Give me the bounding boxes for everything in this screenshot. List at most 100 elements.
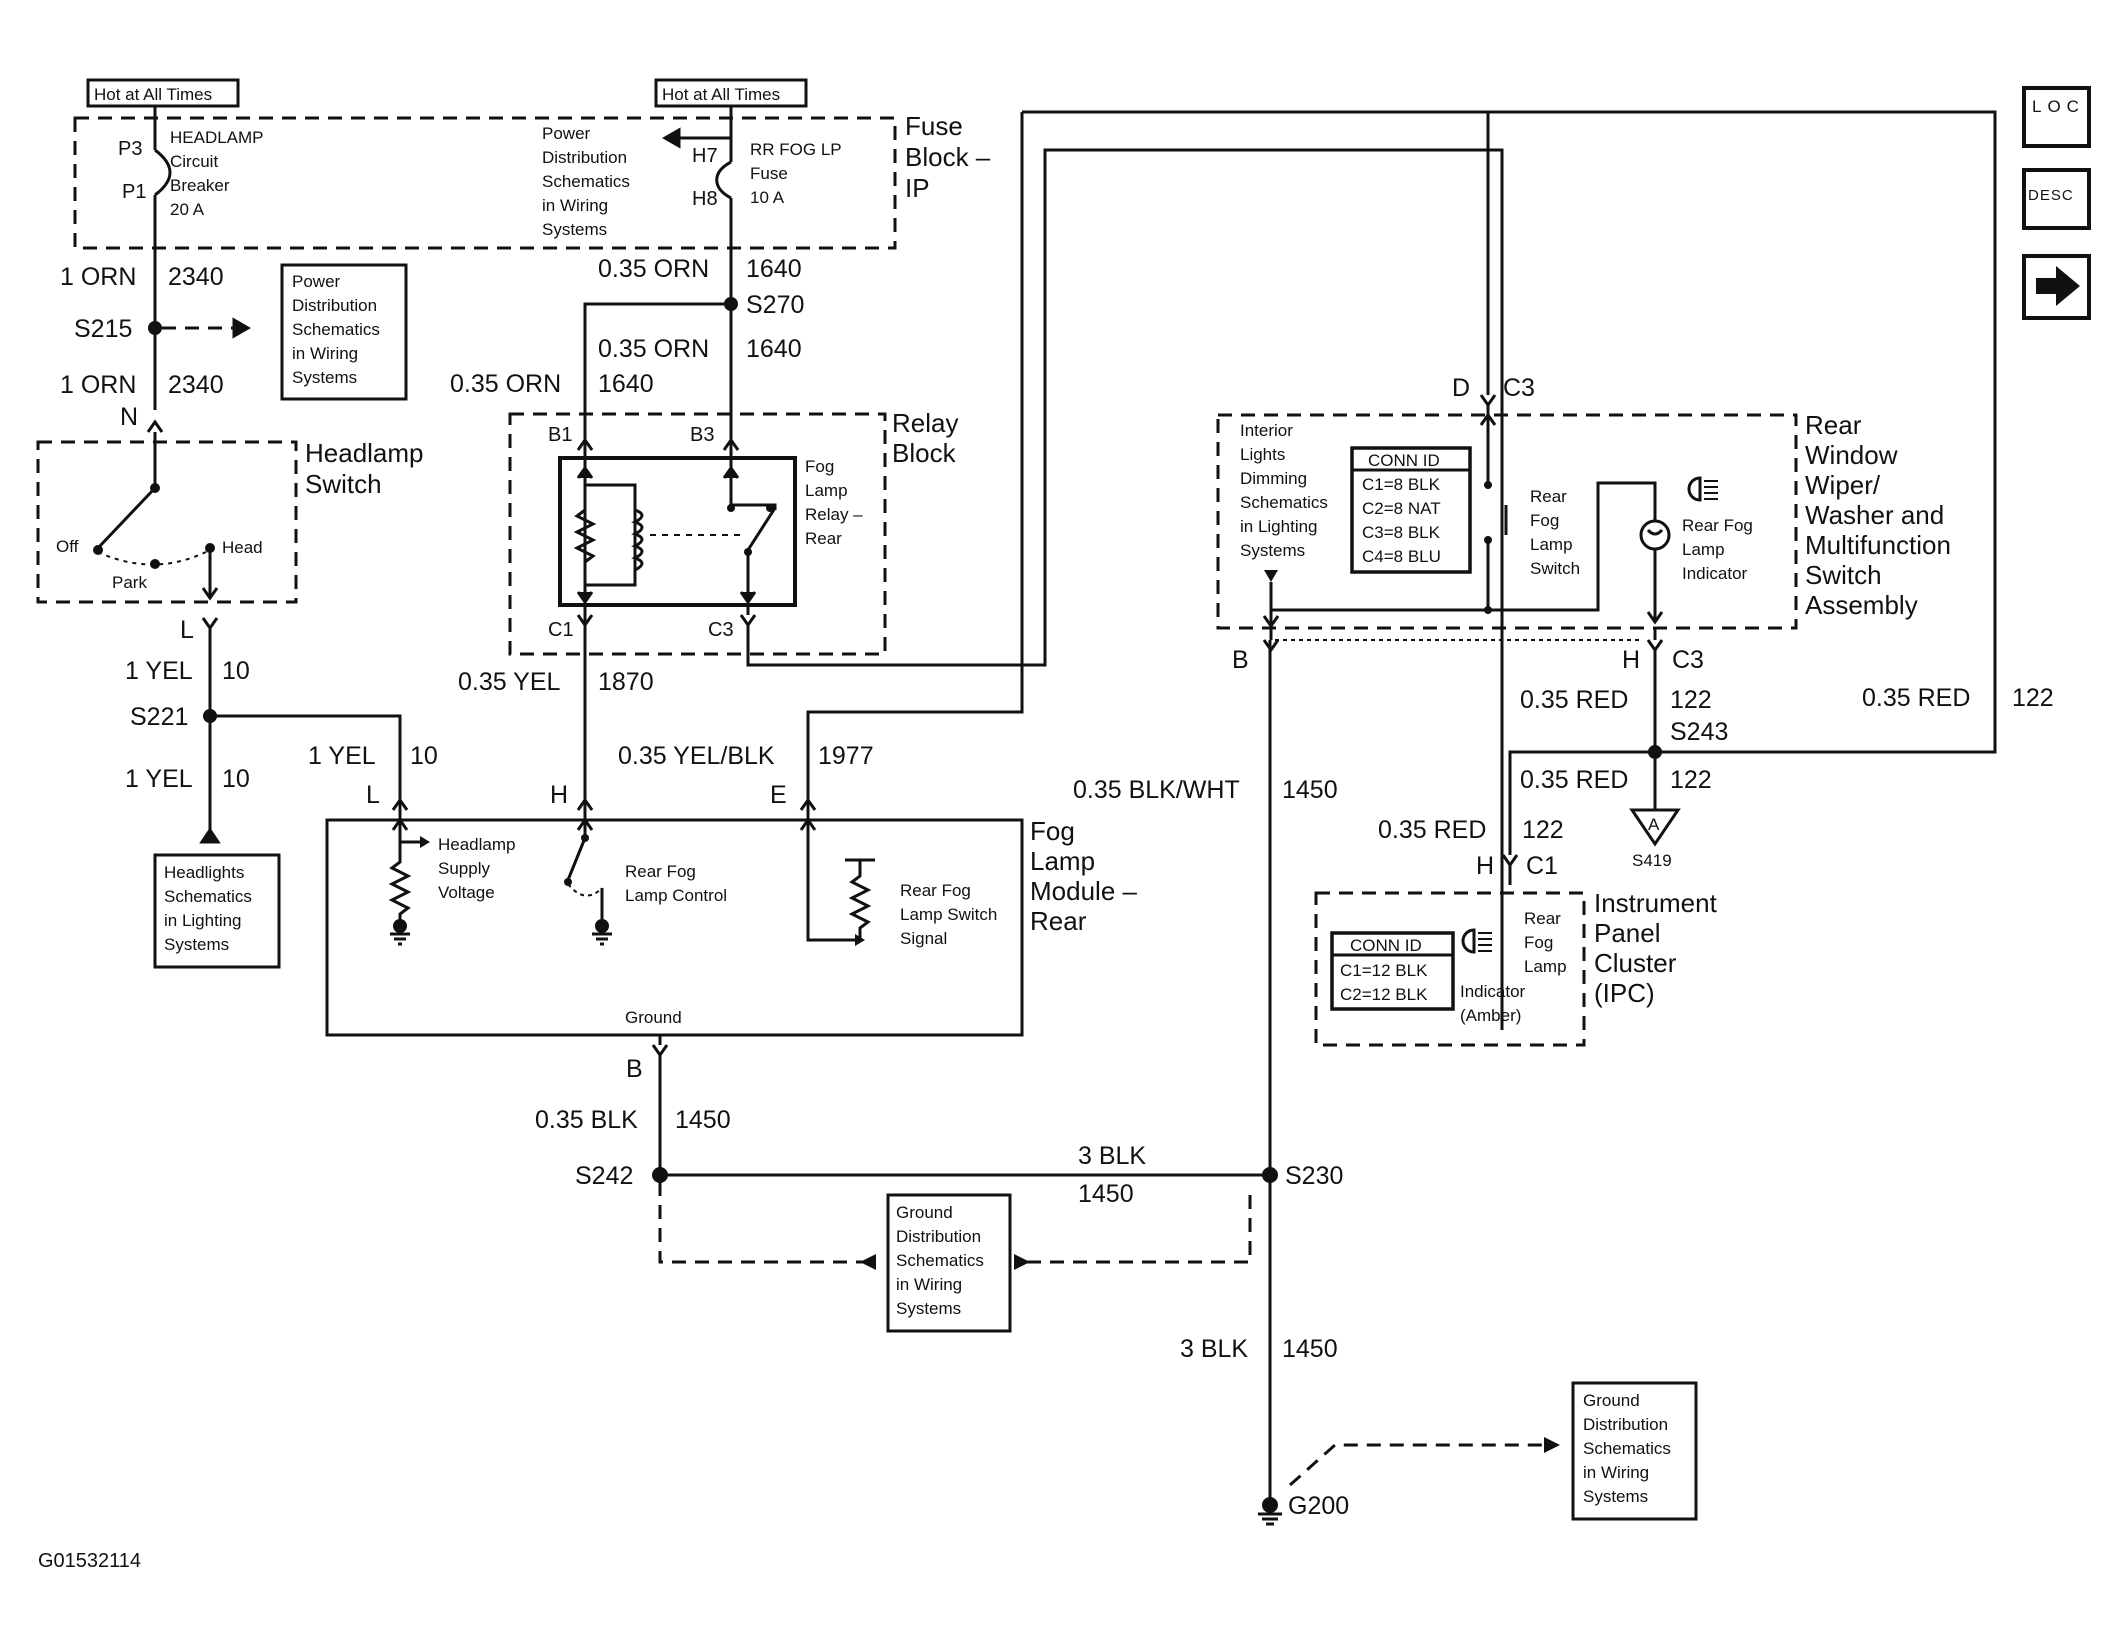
- pin-c3: C3: [708, 619, 734, 641]
- fuse-block-outline: [73, 116, 897, 250]
- wire-035orn-mid: 0.35 ORN: [598, 335, 709, 363]
- pin-b-rear-wiper: B: [1232, 646, 1249, 674]
- wire-035yel: 0.35 YEL: [458, 668, 561, 696]
- rear-fog-switch-signal: Rear Fog Lamp Switch Signal: [900, 881, 1002, 948]
- fog-lamp-relay-rear-label: Fog Lamp Relay – Rear: [805, 457, 867, 548]
- rear-wiper-switch-label: Rear Window Wiper/ Washer and Multifunct…: [1805, 410, 1958, 620]
- wire-1870: 1870: [598, 668, 654, 696]
- pin-p1: P1: [122, 181, 146, 203]
- rear-fog-lamp-switch-label: Rear Fog Lamp Switch: [1530, 487, 1580, 578]
- conn-id-rows-1: C1=8 BLK C2=8 NAT C3=8 BLK C4=8 BLU: [1362, 475, 1445, 566]
- fog-lamp-module-label: Fog Lamp Module – Rear: [1030, 816, 1144, 936]
- wire-1yel-c: 1 YEL: [308, 742, 376, 770]
- conn-id-title-2: CONN ID: [1350, 936, 1422, 955]
- ipc-outline: [1314, 891, 1586, 1047]
- relay-resistor: [573, 508, 597, 564]
- figure-id: G01532114: [38, 1550, 141, 1572]
- next-button[interactable]: [2022, 254, 2091, 320]
- headlights-ref-label: Headlights Schematics in Lighting System…: [164, 863, 257, 954]
- pin-b1: B1: [548, 424, 572, 446]
- pin-c1-ipc: C1: [1526, 852, 1558, 880]
- splice-s215-label: S215: [74, 315, 132, 343]
- wire-1450-a: 1450: [675, 1106, 731, 1134]
- splice-s419-symbol: [1629, 808, 1681, 847]
- splice-s270-label: S270: [746, 291, 804, 319]
- pin-c3-rear-wiper: C3: [1672, 646, 1704, 674]
- wire-1450-d: 1450: [1282, 776, 1338, 804]
- rr-fog-fuse-label: RR FOG LP Fuse 10 A: [750, 140, 846, 207]
- wire-2340-a: 2340: [168, 263, 224, 291]
- wire-035red-b: 0.35 RED: [1520, 766, 1628, 794]
- rear-fog-lamp-indicator-label: Rear Fog Lamp Indicator: [1682, 516, 1758, 583]
- pin-n: N: [120, 403, 138, 431]
- wire-1450-b: 1450: [1078, 1180, 1134, 1208]
- pin-h8: H8: [692, 188, 718, 210]
- supply-resistor: [388, 810, 412, 920]
- fuse-symbol: [715, 160, 732, 200]
- switch-park: Park: [112, 573, 147, 592]
- switch-arm: [96, 486, 157, 550]
- splice-s419-label: S419: [1632, 851, 1672, 870]
- rear-fog-lamp-control: Rear Fog Lamp Control: [625, 862, 727, 905]
- conn-id-title-1: CONN ID: [1368, 451, 1440, 470]
- wire-035orn-left: 0.35 ORN: [450, 370, 561, 398]
- pin-c3-top: C3: [1503, 374, 1535, 402]
- pin-h-fog-module: H: [550, 781, 568, 809]
- headlamp-switch-label: Headlamp Switch: [305, 438, 431, 499]
- pin-l2: L: [366, 781, 380, 809]
- hot-at-all-times-box-1: [86, 78, 240, 108]
- headlights-ref-box: [153, 853, 281, 969]
- interior-dimming-ref: Interior Lights Dimming Schematics in Li…: [1240, 421, 1333, 560]
- pin-h-ipc: H: [1476, 852, 1494, 880]
- wire-122-far: 122: [2012, 684, 2054, 712]
- ground-dist-right-label: Ground Distribution Schematics in Wiring…: [1583, 1391, 1676, 1506]
- wire-10-c: 10: [410, 742, 438, 770]
- fog-lamp-relay-rear: [558, 456, 797, 607]
- pin-h7: H7: [692, 145, 718, 167]
- wire-035red-c: 0.35 RED: [1378, 816, 1486, 844]
- wire-1450-c: 1450: [1282, 1335, 1338, 1363]
- wire-035yelblk: 0.35 YEL/BLK: [618, 742, 775, 770]
- wire-10-a: 10: [222, 657, 250, 685]
- lamp-indicator-icon: [1687, 476, 1702, 502]
- wire-122-a: 122: [1670, 686, 1712, 714]
- ipc-label: Instrument Panel Cluster (IPC): [1594, 888, 1724, 1008]
- splice-s242-label: S242: [575, 1162, 633, 1190]
- wire-3blk-b: 3 BLK: [1180, 1335, 1248, 1363]
- ground-dist-right-box: [1571, 1381, 1698, 1521]
- pin-h-rear-wiper: H: [1622, 646, 1640, 674]
- ipc-rear-fog-lamp: Rear Fog Lamp: [1524, 909, 1567, 976]
- wire-1640-mid: 1640: [746, 335, 802, 363]
- power-distribution-top-label: Power Distribution Schematics in Wiring …: [542, 124, 635, 239]
- loc-button-label: LOC: [2032, 97, 2085, 116]
- fuse-block-label: Fuse Block – IP: [905, 111, 998, 203]
- relay-block-label: Relay Block: [892, 408, 966, 468]
- relay-coil: [631, 508, 644, 572]
- desc-button-label: DESC: [2028, 187, 2074, 204]
- wire-122-c: 122: [1522, 816, 1564, 844]
- module-ground-label: Ground: [625, 1008, 682, 1027]
- pin-b-fog-module: B: [626, 1055, 643, 1083]
- headlamp-supply-voltage: Headlamp Supply Voltage: [438, 835, 520, 902]
- wire-1977: 1977: [818, 742, 874, 770]
- conn-id-rows-2: C1=12 BLK C2=12 BLK: [1340, 961, 1432, 1004]
- pin-e-fog-module: E: [770, 781, 787, 809]
- ipc-lamp-icon: [1461, 928, 1476, 954]
- arrow-right-icon: [2036, 266, 2080, 306]
- ground-g200-label: G200: [1288, 1492, 1349, 1520]
- desc-button[interactable]: DESC: [2022, 168, 2091, 230]
- loc-button[interactable]: LOC: [2022, 86, 2091, 148]
- wire-1640-left: 1640: [598, 370, 654, 398]
- power-distribution-left-box: [280, 263, 408, 401]
- splice-s215: [148, 321, 162, 335]
- hot-at-all-times-1: Hot at All Times: [94, 85, 212, 104]
- power-distribution-left-label: Power Distribution Schematics in Wiring …: [292, 272, 385, 387]
- pin-c1: C1: [548, 619, 574, 641]
- switch-off: Off: [56, 537, 79, 556]
- signal-resistor: [848, 860, 872, 940]
- wire-1640-top: 1640: [746, 255, 802, 283]
- rear-wiper-switch-outline: [1216, 413, 1798, 630]
- splice-s419-letter: A: [1648, 815, 1660, 834]
- relay-contact: [746, 507, 777, 551]
